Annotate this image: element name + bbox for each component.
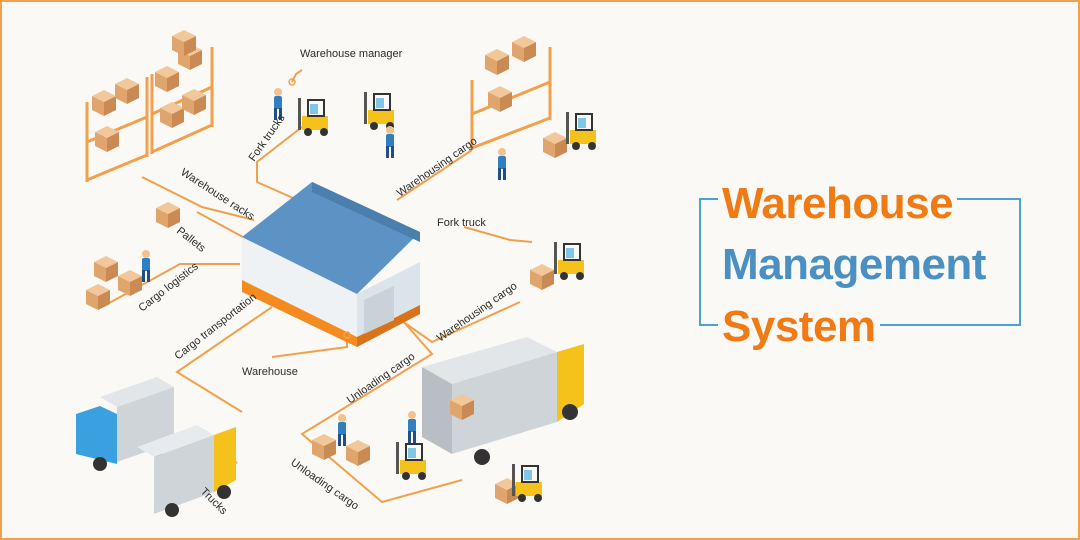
- label-fork-truck: Fork truck: [437, 217, 486, 229]
- label-warehousing-cargo-mid: Warehousing cargo: [435, 280, 520, 344]
- trucks-illustration: [76, 377, 236, 517]
- warehouse-racks-illustration: [85, 30, 214, 182]
- label-warehousing-cargo-top: Warehousing cargo: [395, 135, 480, 199]
- label-pallets: Pallets: [174, 225, 208, 255]
- label-unloading-cargo-mid: Unloading cargo: [345, 351, 418, 407]
- label-warehouse: Warehouse: [242, 366, 298, 378]
- title-line-warehouse: Warehouse: [718, 182, 958, 226]
- fork-trucks-illustration: [274, 88, 395, 158]
- label-unloading-cargo-low: Unloading cargo: [288, 457, 361, 513]
- title-line-system: System: [718, 305, 880, 349]
- label-cargo-transportation: Cargo transportation: [172, 291, 258, 362]
- label-fork-trucks: Fork trucks: [247, 112, 288, 164]
- label-warehouse-racks: Warehouse racks: [178, 166, 256, 223]
- title-line-management: Management: [718, 243, 990, 287]
- fork-truck-illustration: [530, 241, 585, 290]
- warehouse-building: [242, 182, 420, 347]
- unloading-truck-illustration: [312, 337, 584, 504]
- warehousing-cargo-rack-illustration: [470, 36, 597, 180]
- label-warehouse-manager: Warehouse manager: [300, 48, 403, 60]
